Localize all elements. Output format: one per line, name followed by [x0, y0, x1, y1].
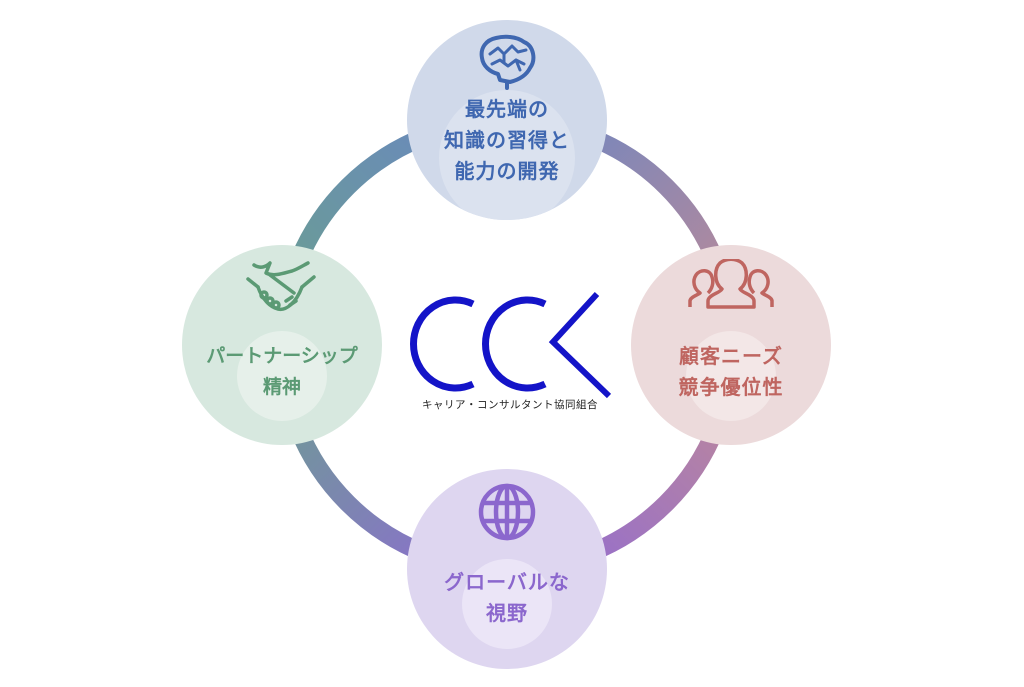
node-inner-circle: [686, 331, 776, 421]
node-inner-circle: [439, 90, 575, 220]
node-global-perspective: グローバルな 視野: [407, 469, 607, 669]
cck-logo: [410, 291, 612, 399]
node-partnership-spirit: パートナーシップ 精神: [182, 245, 382, 445]
brain-icon: [479, 34, 536, 90]
people-group-icon: [688, 259, 774, 309]
node-customer-needs: 顧客ニーズ 競争優位性: [631, 245, 831, 445]
logo-letter-k: [548, 291, 612, 399]
node-inner-circle: [462, 559, 552, 649]
globe-icon: [478, 483, 536, 541]
handshake-icon: [246, 261, 316, 312]
node-inner-circle: [237, 331, 327, 421]
logo-letter-c2: [482, 296, 547, 392]
logo-caption: キャリア・コンサルタント協同組合: [422, 399, 598, 411]
node-label: 顧客ニーズ 競争優位性: [678, 344, 784, 399]
node-label: パートナーシップ 精神: [206, 345, 358, 398]
node-label: グローバルな 視野: [444, 570, 570, 625]
logo-letter-c1: [410, 296, 475, 392]
node-knowledge-development: 最先端の 知識の習得と 能力の開発: [407, 20, 607, 220]
node-label: 最先端の 知識の習得と 能力の開発: [444, 97, 570, 183]
